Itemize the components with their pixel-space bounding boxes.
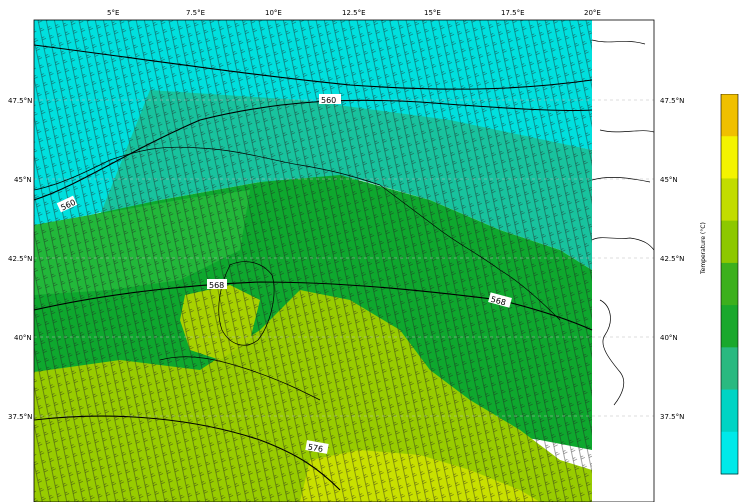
colorbar-swatch: [721, 305, 738, 348]
colorbar-swatch: [721, 262, 738, 306]
colorbar-swatch: [721, 94, 738, 137]
contour-label: 560: [321, 96, 336, 105]
lon-tick-label: 20°E: [584, 9, 601, 17]
contour-label: 568: [209, 281, 224, 290]
colorbar-swatches: [720, 93, 739, 475]
lat-tick-label: 45°N: [14, 176, 32, 184]
lon-tick-label: 12.5°E: [342, 9, 366, 17]
lon-tick-label: 17.5°E: [501, 9, 525, 17]
colorbar-swatch: [721, 220, 738, 264]
lat-tick-label: 40°N: [660, 334, 678, 342]
lat-ticks-left: 47.5°N 45°N 42.5°N 40°N 37.5°N: [8, 97, 32, 421]
lon-tick-label: 15°E: [424, 9, 441, 17]
lat-tick-label: 47.5°N: [660, 97, 684, 105]
lat-tick-label: 40°N: [14, 334, 32, 342]
lon-tick-label: 10°E: [265, 9, 282, 17]
lon-tick-label: 5°E: [107, 9, 119, 17]
lon-tick-label: 7.5°E: [186, 9, 205, 17]
temperature-colorbar: Temperature (°C): [700, 93, 740, 476]
map-plot-area: [34, 20, 654, 502]
lat-tick-label: 37.5°N: [660, 413, 684, 421]
colorbar-swatch: [721, 347, 738, 391]
colorbar-swatch: [721, 178, 738, 222]
map-border: [33, 19, 655, 502]
lon-ticks: 5°E 7.5°E 10°E 12.5°E 15°E 17.5°E 20°E: [107, 9, 601, 17]
colorbar-swatch: [721, 389, 738, 433]
lat-tick-label: 47.5°N: [8, 97, 32, 105]
colorbar-title: Temperature (°C): [700, 222, 707, 274]
lat-tick-label: 37.5°N: [8, 413, 32, 421]
lat-tick-label: 42.5°N: [8, 255, 32, 263]
colorbar-swatch: [721, 136, 738, 179]
contour-label: 576: [307, 442, 324, 454]
colorbar-swatch: [721, 431, 738, 475]
lat-ticks-right: 47.5°N 45°N 42.5°N 40°N 37.5°N: [660, 97, 684, 421]
lat-tick-label: 42.5°N: [660, 255, 684, 263]
lat-tick-label: 45°N: [660, 176, 678, 184]
contour-label: 568: [490, 295, 507, 308]
